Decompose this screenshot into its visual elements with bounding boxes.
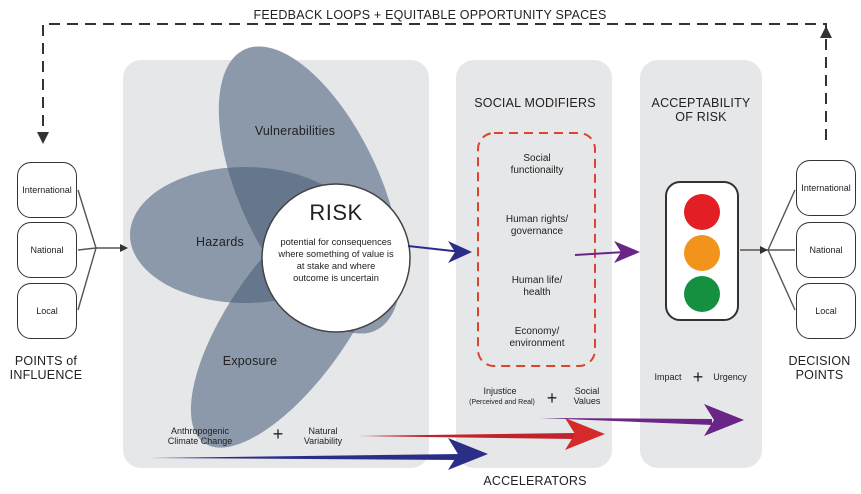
vulnerabilities-label: Vulnerabilities bbox=[254, 124, 336, 138]
points-of-influence-title: POINTS of INFLUENCE bbox=[0, 354, 92, 383]
modifier-economy-line2: environment bbox=[509, 337, 565, 349]
acceptability-title: ACCEPTABILITY OF RISK bbox=[640, 96, 762, 125]
green-light-icon bbox=[684, 276, 720, 312]
decision-box-international: International bbox=[796, 160, 856, 216]
feedback-loop-line bbox=[42, 23, 827, 140]
modifier-social: Social functionailty bbox=[477, 153, 597, 176]
influence-box-national: National bbox=[17, 222, 77, 278]
accelerators-label: ACCELERATORS bbox=[483, 474, 587, 488]
modifier-human-rights-line2: governance bbox=[510, 225, 564, 237]
decision-points-title: DECISION POINTS bbox=[778, 354, 861, 383]
social-modifiers-panel bbox=[456, 60, 612, 468]
injustice-sublabel: (Perceived and Real) bbox=[469, 399, 535, 406]
influence-box-international: International bbox=[17, 162, 77, 218]
risk-title: RISK bbox=[309, 200, 363, 225]
modifiers-dashed-box bbox=[477, 132, 596, 367]
exposure-label: Exposure bbox=[222, 354, 278, 368]
modifier-human-rights: Human rights/ governance bbox=[477, 214, 597, 237]
points-of-influence-line2: INFLUENCE bbox=[9, 368, 83, 383]
natural-variability-label: Natural Variability bbox=[288, 426, 358, 447]
modifier-economy-line1: Economy/ bbox=[514, 326, 560, 337]
amber-light-icon bbox=[684, 235, 720, 271]
modifier-human-rights-line1: Human rights/ bbox=[505, 214, 569, 225]
natural-line2: Variability bbox=[303, 436, 343, 447]
purple-accelerator-arrow bbox=[540, 418, 712, 425]
modifier-economy: Economy/ environment bbox=[477, 326, 597, 349]
anthropogenic-line2: Climate Change bbox=[167, 436, 233, 447]
right-arrow-icon bbox=[760, 246, 768, 254]
blue-accelerator-arrow bbox=[150, 454, 460, 460]
decision-points-line2: POINTS bbox=[795, 368, 844, 383]
points-of-influence-line1: POINTS of bbox=[14, 354, 78, 368]
left-arrow-icon bbox=[120, 244, 128, 252]
modifier-human-life-line1: Human life/ bbox=[511, 275, 563, 286]
feedback-loops-label: FEEDBACK LOOPS + EQUITABLE OPPORTUNITY S… bbox=[253, 8, 607, 22]
anthropogenic-line1: Anthropogenic bbox=[170, 426, 230, 436]
decision-points-line1: DECISION bbox=[788, 354, 851, 368]
acceptability-line1: ACCEPTABILITY bbox=[651, 96, 751, 110]
social-values-line1: Social bbox=[574, 386, 600, 396]
feedback-arrow-up-icon bbox=[820, 26, 832, 38]
acceptability-plus: + bbox=[692, 367, 704, 387]
influence-box-local: Local bbox=[17, 283, 77, 339]
social-values-label: Social Values bbox=[562, 386, 612, 407]
injustice-label: Injustice bbox=[483, 386, 517, 396]
urgency-label: Urgency bbox=[713, 372, 747, 382]
acceptability-line2: OF RISK bbox=[675, 110, 727, 125]
modifier-human-life-line2: health bbox=[523, 286, 551, 298]
hazards-label: Hazards bbox=[196, 235, 244, 249]
feedback-arrow-down-icon bbox=[37, 132, 49, 144]
modifier-social-line1: Social bbox=[523, 153, 551, 164]
natural-line1: Natural bbox=[308, 426, 338, 436]
decision-box-local: Local bbox=[796, 283, 856, 339]
modifiers-plus: + bbox=[546, 388, 558, 408]
left-connectors bbox=[77, 189, 120, 311]
social-modifiers-title: SOCIAL MODIFIERS bbox=[474, 96, 596, 110]
red-light-icon bbox=[684, 194, 720, 230]
modifiers-to-acceptability-arrow-icon bbox=[614, 241, 640, 263]
anthropogenic-label: Anthropogenic Climate Change bbox=[150, 426, 250, 447]
modifier-social-line2: functionailty bbox=[510, 164, 564, 176]
risk-circle bbox=[261, 183, 411, 333]
decision-box-national: National bbox=[796, 222, 856, 278]
modifier-human-life: Human life/ health bbox=[477, 275, 597, 298]
social-values-line2: Values bbox=[573, 396, 601, 407]
red-accelerator-arrow bbox=[358, 433, 575, 439]
impact-label: Impact bbox=[654, 372, 682, 382]
risk-definition: potential for consequences where somethi… bbox=[278, 237, 394, 284]
risk-to-modifiers-arrow-icon bbox=[448, 241, 472, 263]
accelerators-plus-1: + bbox=[272, 424, 284, 444]
